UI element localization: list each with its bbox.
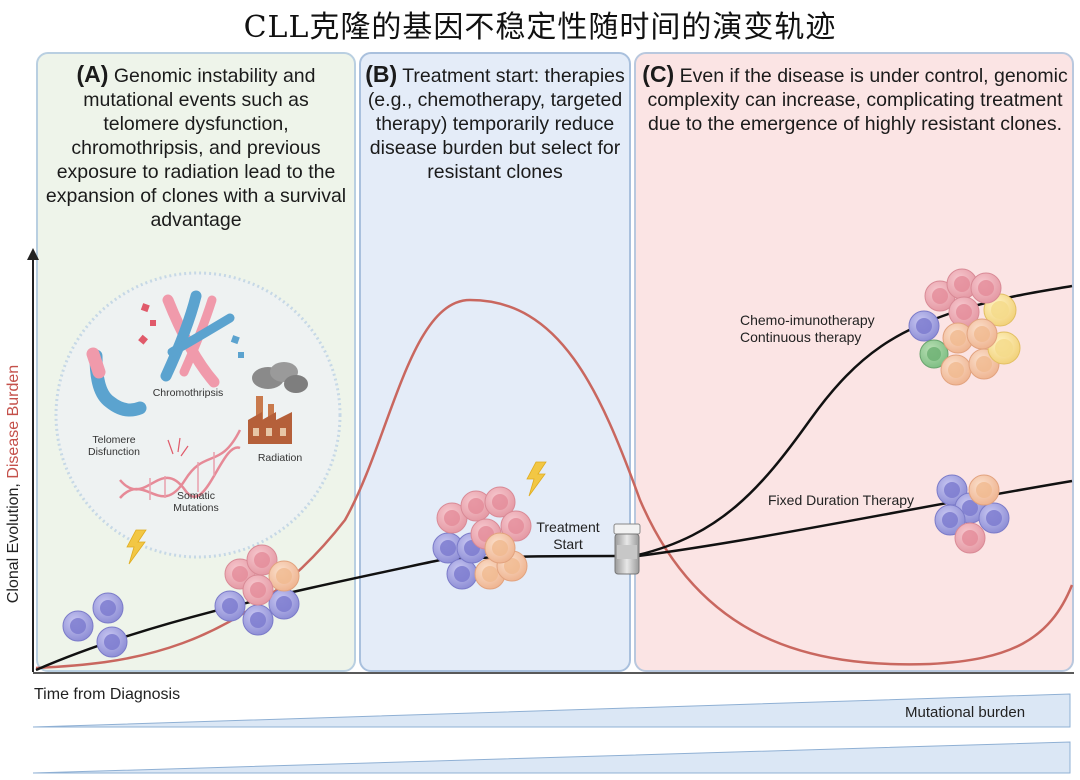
chemo-label-1: Chemo-imunotherapy: [740, 312, 875, 328]
fixed-duration-label: Fixed Duration Therapy: [768, 492, 915, 508]
events-circle: [54, 271, 342, 559]
y-axis-label-evolution: Clonal Evolution,: [5, 478, 22, 604]
panel-b-description: Treatment start: therapies (e.g., chemot…: [367, 65, 625, 183]
y-axis-label: Clonal Evolution, Disease Burden: [5, 339, 29, 629]
chromosome-icon: [138, 290, 244, 388]
resistant-clone-cluster: [908, 268, 1021, 386]
continuous-therapy-curve: [637, 284, 1073, 557]
chemo-label-2: Continuous therapy: [740, 329, 862, 345]
panel-a-text: (A) Genomic instability and mutational e…: [44, 62, 348, 232]
telomere-chromosome-icon: [86, 347, 147, 417]
mutational-burden-wedge: [32, 693, 1071, 728]
panel-c-letter: (C): [642, 61, 675, 87]
fixed-duration-curve: [637, 479, 1073, 558]
panel-c-text: (C) Even if the disease is under control…: [640, 62, 1070, 136]
x-axis-label: Time from Diagnosis: [34, 686, 181, 703]
y-axis-arrow: [27, 248, 39, 260]
chromothripsis-label: Chromothripsis: [152, 387, 224, 399]
panel-c-description: Even if the disease is under control, ge…: [647, 65, 1068, 135]
mutational-burden-wedge-2: [32, 741, 1071, 774]
treatment-clone-cluster: [432, 486, 532, 590]
radiation-label: Radiation: [257, 452, 303, 464]
panel-a-letter: (A): [76, 61, 109, 87]
clonal-evolution-curve: [35, 554, 619, 672]
factory-icon: [248, 362, 308, 444]
panel-b-letter: (B): [365, 61, 398, 87]
somatic-label: Somatic Mutations: [173, 490, 219, 514]
panel-a-description: Genomic instability and mutational event…: [45, 65, 347, 231]
panel-b-text: (B) Treatment start: therapies (e.g., ch…: [364, 62, 626, 184]
mutational-burden-label: Mutational burden: [905, 704, 1026, 721]
drug-bottle-icon: [613, 523, 641, 575]
page-title: CLL克隆的基因不稳定性随时间的演变轨迹: [243, 10, 837, 45]
dna-icon: [119, 429, 242, 500]
y-axis-label-burden: Disease Burden: [5, 364, 22, 479]
fixed-duration-clone-cluster: [934, 474, 1010, 554]
lightning-icon-b: [526, 461, 547, 497]
disease-burden-curve: [35, 298, 1074, 670]
treatment-start-label: Treatment Start: [536, 519, 600, 552]
telomere-label: Telomere Disfunction: [88, 434, 140, 458]
